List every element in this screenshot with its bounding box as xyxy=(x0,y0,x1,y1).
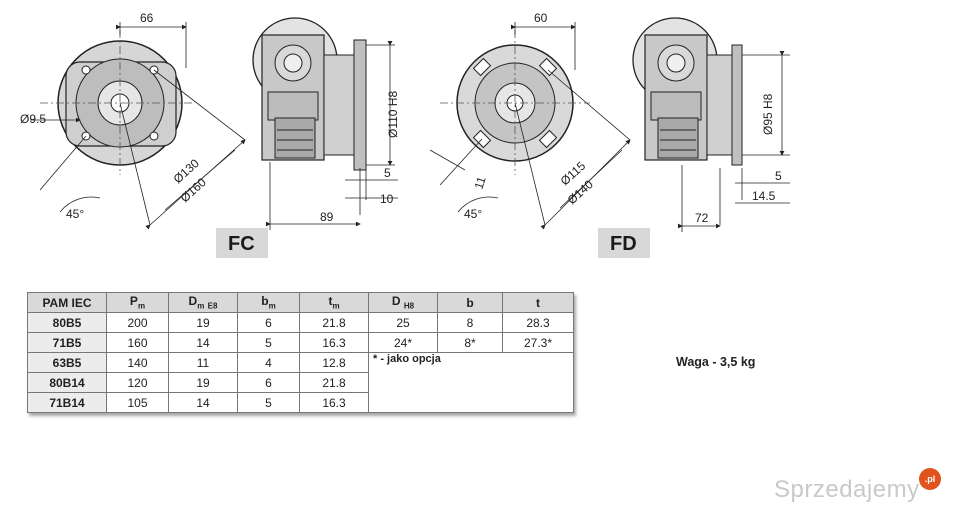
table-cell: 21.8 xyxy=(299,372,369,393)
table-cell: 160 xyxy=(106,332,169,353)
header-bm: bm xyxy=(237,292,300,313)
table-cell: 25 xyxy=(368,312,438,333)
table-cell: 14 xyxy=(168,392,238,413)
table-row: 71B5 160 14 5 16.3 24* 8* 27.3* xyxy=(27,332,574,353)
fc-dim-89: 89 xyxy=(320,210,334,224)
fc-dim-10: 10 xyxy=(380,192,394,206)
fc-dim-pilot: Ø110 H8 xyxy=(386,91,400,138)
table-cell: 140 xyxy=(106,352,169,373)
fd-dim-5: 5 xyxy=(775,169,782,183)
table-cell: 6 xyxy=(237,312,300,333)
fd-dim-pilot: Ø95 H8 xyxy=(761,93,775,135)
table-cell: 8* xyxy=(437,332,503,353)
header-d: D H8 xyxy=(368,292,438,313)
header-t: t xyxy=(502,292,574,313)
fd-dim-60: 60 xyxy=(534,11,548,25)
watermark-badge: .pl xyxy=(919,468,941,490)
fc-dim-hole: Ø9.5 xyxy=(20,112,46,126)
table-cell: 28.3 xyxy=(502,312,574,333)
fd-dim-slot: 11 xyxy=(472,174,489,190)
header-dm: Dm E8 xyxy=(168,292,238,313)
table-cell: 19 xyxy=(168,312,238,333)
fc-front-view xyxy=(30,22,246,230)
table-cell: 63B5 xyxy=(27,352,107,373)
table-cell: 14 xyxy=(168,332,238,353)
fd-label: FD xyxy=(610,233,637,255)
table-cell: 4 xyxy=(237,352,300,373)
table-cell: 71B5 xyxy=(27,332,107,353)
table-cell: 120 xyxy=(106,372,169,393)
table-cell: 105 xyxy=(106,392,169,413)
fc-dim-angle: 45° xyxy=(66,207,84,221)
fc-dim-66: 66 xyxy=(140,11,154,25)
watermark-logo: Sprzedajemy xyxy=(774,476,920,503)
header-b: b xyxy=(437,292,503,313)
table-cell: 5 xyxy=(237,392,300,413)
header-pam: PAM IEC xyxy=(27,292,107,313)
table-cell: 12.8 xyxy=(299,352,369,373)
table-cell: 11 xyxy=(168,352,238,373)
table-cell: 16.3 xyxy=(299,392,369,413)
weight-label: Waga - 3,5 kg xyxy=(676,355,756,369)
table-row: 71B14 105 14 5 16.3 xyxy=(27,392,574,413)
table-cell: 24* xyxy=(368,332,438,353)
header-pm: Pm xyxy=(106,292,169,313)
table-row: 63B5 140 11 4 12.8 * - jako opcja xyxy=(27,352,574,413)
fd-dim-14-5: 14.5 xyxy=(752,189,776,203)
table-cell: 6 xyxy=(237,372,300,393)
fd-front-view xyxy=(429,22,631,230)
table-cell: 27.3* xyxy=(502,332,574,353)
fd-side-view xyxy=(632,17,790,232)
table-cell: 8 xyxy=(437,312,503,333)
table-cell: 16.3 xyxy=(299,332,369,353)
option-note: * - jako opcja xyxy=(368,352,574,413)
fd-dim-angle: 45° xyxy=(464,207,482,221)
table-cell: 200 xyxy=(106,312,169,333)
table-cell: 19 xyxy=(168,372,238,393)
fc-label: FC xyxy=(228,233,255,255)
table-cell: 71B14 xyxy=(27,392,107,413)
fc-dim-5: 5 xyxy=(384,166,391,180)
fd-dim-72: 72 xyxy=(695,211,709,225)
spec-table: PAM IEC Pm Dm E8 bm tm D H8 b t 80B5 200… xyxy=(27,292,574,413)
fd-label-box xyxy=(598,228,650,258)
fc-label-box xyxy=(216,228,268,258)
table-cell: 5 xyxy=(237,332,300,353)
table-row: 80B5 200 19 6 21.8 25 8 28.3 xyxy=(27,312,574,333)
table-cell: 80B5 xyxy=(27,312,107,333)
table-cell: 80B14 xyxy=(27,372,107,393)
spec-header-row: PAM IEC Pm Dm E8 bm tm D H8 b t xyxy=(27,292,574,313)
table-cell: 21.8 xyxy=(299,312,369,333)
fc-side-view xyxy=(252,17,398,230)
header-tm: tm xyxy=(299,292,369,313)
technical-drawing: 66 Ø9.5 Ø130 Ø160 45° Ø110 H8 5 10 89 FC xyxy=(20,11,790,258)
